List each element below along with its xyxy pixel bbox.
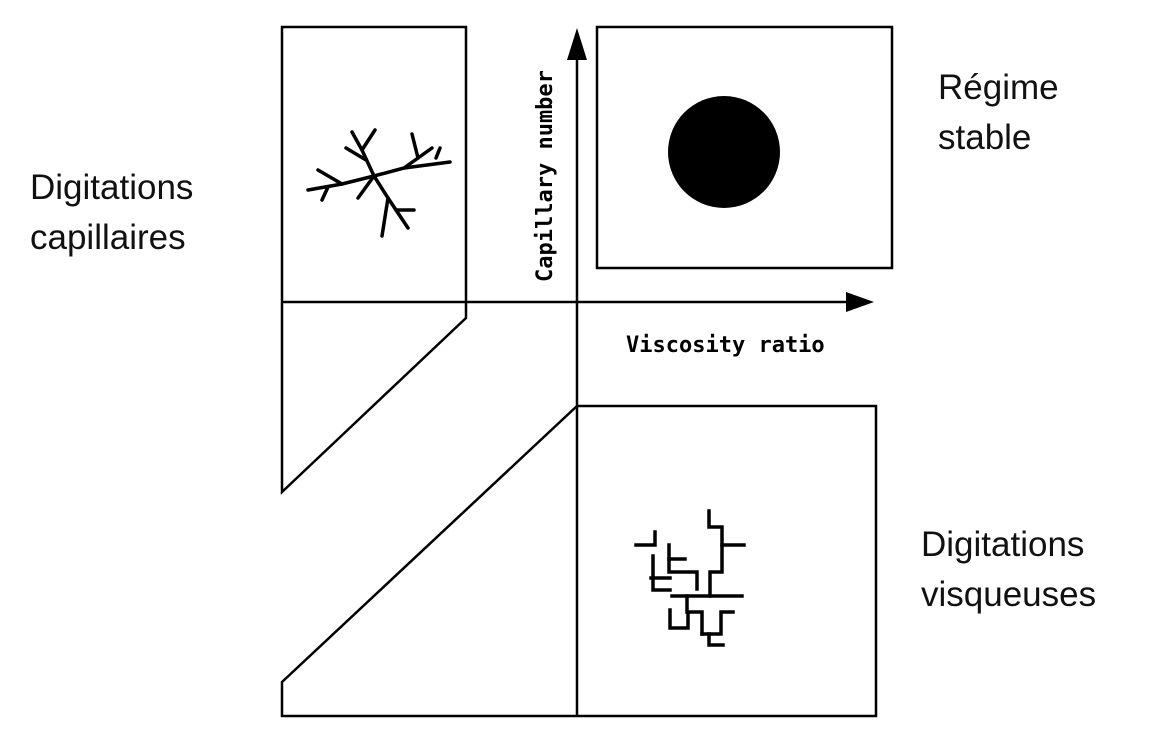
capillary-fingering-label: Digitations capillaires — [30, 163, 193, 263]
stable-front-blob — [668, 96, 780, 208]
capillary-fingering-region — [282, 27, 466, 492]
capillary-label-line1: Digitations — [30, 163, 193, 213]
x-axis-arrowhead — [846, 292, 874, 312]
viscous-label-line2: visqueuses — [921, 570, 1096, 620]
axes — [282, 28, 874, 716]
stable-label-line2: stable — [938, 113, 1059, 163]
capillary-label-line2: capillaires — [30, 213, 193, 263]
x-axis-label: Viscosity ratio — [626, 333, 825, 358]
viscous-label-line1: Digitations — [921, 520, 1096, 570]
viscous-fingering-pattern — [636, 511, 744, 645]
y-axis-label: Capillary number — [533, 70, 558, 282]
capillary-fingering-pattern — [308, 130, 450, 236]
viscous-fingering-region — [282, 406, 876, 716]
stable-regime-label: Régime stable — [938, 63, 1059, 163]
stable-label-line1: Régime — [938, 63, 1059, 113]
viscous-fingering-label: Digitations visqueuses — [921, 520, 1096, 620]
y-axis-arrowhead — [567, 28, 587, 60]
